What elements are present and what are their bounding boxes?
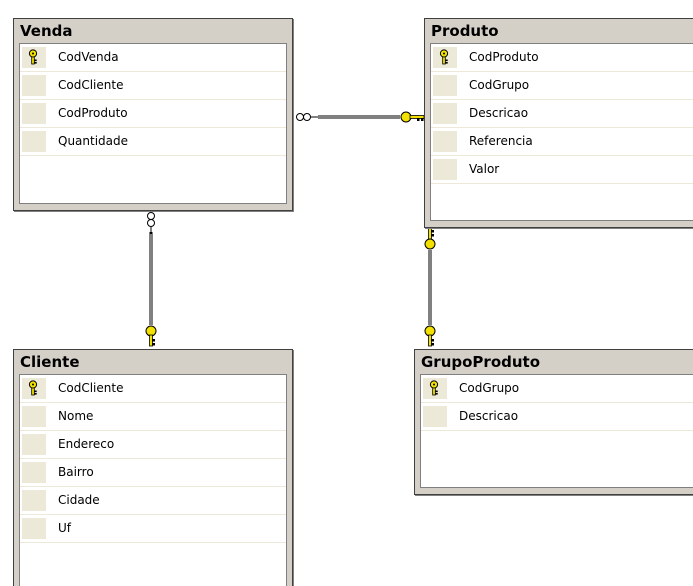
column-name: CodCliente [58, 78, 124, 92]
column-row[interactable]: Nome [20, 403, 286, 431]
row-selector[interactable] [433, 159, 457, 180]
table-title[interactable]: GrupoProduto [421, 353, 541, 371]
row-selector[interactable] [22, 490, 46, 511]
row-selector[interactable] [22, 103, 46, 124]
column-name: Uf [58, 521, 72, 535]
column-row[interactable]: CodProduto [20, 100, 286, 128]
key-icon [400, 111, 425, 123]
row-selector[interactable] [22, 131, 46, 152]
column-name: CodProduto [58, 106, 128, 120]
primary-key-icon [428, 380, 440, 396]
primary-key-icon [438, 49, 450, 65]
column-row[interactable]: Uf [20, 515, 286, 543]
column-name: Descricao [469, 106, 529, 120]
key-icon [145, 325, 157, 347]
table-title[interactable]: Cliente [20, 353, 80, 371]
rel-venda-cliente[interactable] [145, 212, 157, 347]
column-row[interactable]: Descricao [421, 403, 693, 431]
row-selector[interactable] [22, 406, 46, 427]
infinity-icon [147, 212, 155, 234]
column-name: Nome [58, 409, 94, 423]
column-row[interactable]: Bairro [20, 459, 286, 487]
table-title[interactable]: Venda [20, 22, 73, 40]
column-row[interactable]: Endereco [20, 431, 286, 459]
column-name: Referencia [469, 134, 533, 148]
row-selector[interactable] [423, 406, 447, 427]
column-name: Quantidade [58, 134, 129, 148]
table-title[interactable]: Produto [431, 22, 499, 40]
rel-produto-grupoproduto[interactable] [424, 227, 436, 347]
column-row[interactable]: Referencia [431, 128, 693, 156]
row-selector[interactable] [22, 462, 46, 483]
row-selector[interactable] [433, 103, 457, 124]
key-icon [424, 227, 436, 250]
column-name: CodCliente [58, 381, 124, 395]
row-selector[interactable] [22, 434, 46, 455]
column-row[interactable]: CodVenda [20, 44, 286, 72]
key-icon [424, 325, 436, 347]
column-name: Bairro [58, 465, 94, 479]
column-row[interactable]: CodCliente [20, 375, 286, 403]
column-row[interactable]: CodProduto [431, 44, 693, 72]
column-row[interactable]: CodGrupo [421, 375, 693, 403]
column-row[interactable]: Cidade [20, 487, 286, 515]
column-name: CodVenda [58, 50, 119, 64]
row-selector[interactable] [433, 75, 457, 96]
column-name: CodGrupo [459, 381, 520, 395]
row-selector[interactable] [433, 131, 457, 152]
column-row[interactable]: CodCliente [20, 72, 286, 100]
column-row[interactable]: Descricao [431, 100, 693, 128]
rel-venda-produto[interactable] [296, 111, 425, 123]
column-name: Cidade [58, 493, 100, 507]
row-selector[interactable] [22, 75, 46, 96]
column-row[interactable]: Valor [431, 156, 693, 184]
column-name: Valor [469, 162, 500, 176]
column-name: CodProduto [469, 50, 539, 64]
infinity-icon [296, 113, 318, 121]
column-row[interactable]: Quantidade [20, 128, 286, 156]
column-row[interactable]: CodGrupo [431, 72, 693, 100]
primary-key-icon [27, 380, 39, 396]
column-name: Descricao [459, 409, 519, 423]
column-name: CodGrupo [469, 78, 530, 92]
row-selector[interactable] [22, 518, 46, 539]
primary-key-icon [27, 49, 39, 65]
column-name: Endereco [58, 437, 115, 451]
